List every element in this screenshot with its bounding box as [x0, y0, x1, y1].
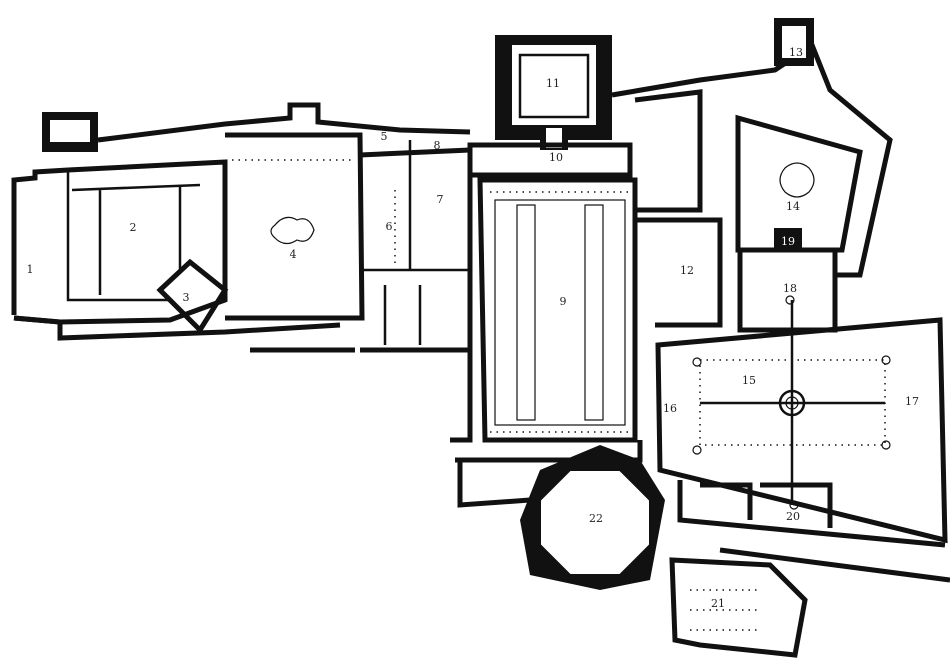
tower-11 — [467, 35, 633, 178]
label-15: 15 — [742, 374, 756, 387]
label-11: 11 — [546, 77, 560, 90]
label-19: 19 — [781, 235, 795, 248]
label-7: 7 — [437, 193, 444, 206]
room-3-outline — [156, 258, 229, 334]
label-14: 14 — [786, 200, 800, 213]
label-5: 5 — [381, 130, 388, 143]
label-16: 16 — [663, 402, 677, 415]
label-12: 12 — [680, 264, 694, 277]
label-22: 22 — [589, 512, 603, 525]
label-1: 1 — [27, 263, 34, 276]
label-8: 8 — [434, 139, 441, 152]
label-20: 20 — [786, 510, 800, 523]
label-10: 10 — [549, 151, 563, 164]
court-4 — [225, 132, 365, 353]
tower-22 — [457, 445, 665, 590]
room-labels: 1 2 3 4 5 6 7 8 9 10 11 12 13 14 15 16 1… — [27, 46, 920, 610]
label-18: 18 — [783, 282, 797, 295]
label-21: 21 — [711, 597, 725, 610]
east-north — [611, 18, 893, 333]
court-of-lions-15 — [655, 295, 948, 548]
label-2: 2 — [130, 221, 137, 234]
label-4: 4 — [290, 248, 297, 261]
label-17: 17 — [905, 395, 919, 408]
room-14-outline — [735, 114, 863, 253]
label-13: 13 — [789, 46, 803, 59]
west-wing — [11, 102, 471, 341]
area-21 — [669, 547, 950, 658]
label-3: 3 — [183, 291, 190, 304]
label-6: 6 — [386, 220, 393, 233]
rooms-5-8 — [359, 140, 473, 353]
label-9: 9 — [560, 295, 567, 308]
court-of-myrtles-9 — [450, 175, 643, 463]
